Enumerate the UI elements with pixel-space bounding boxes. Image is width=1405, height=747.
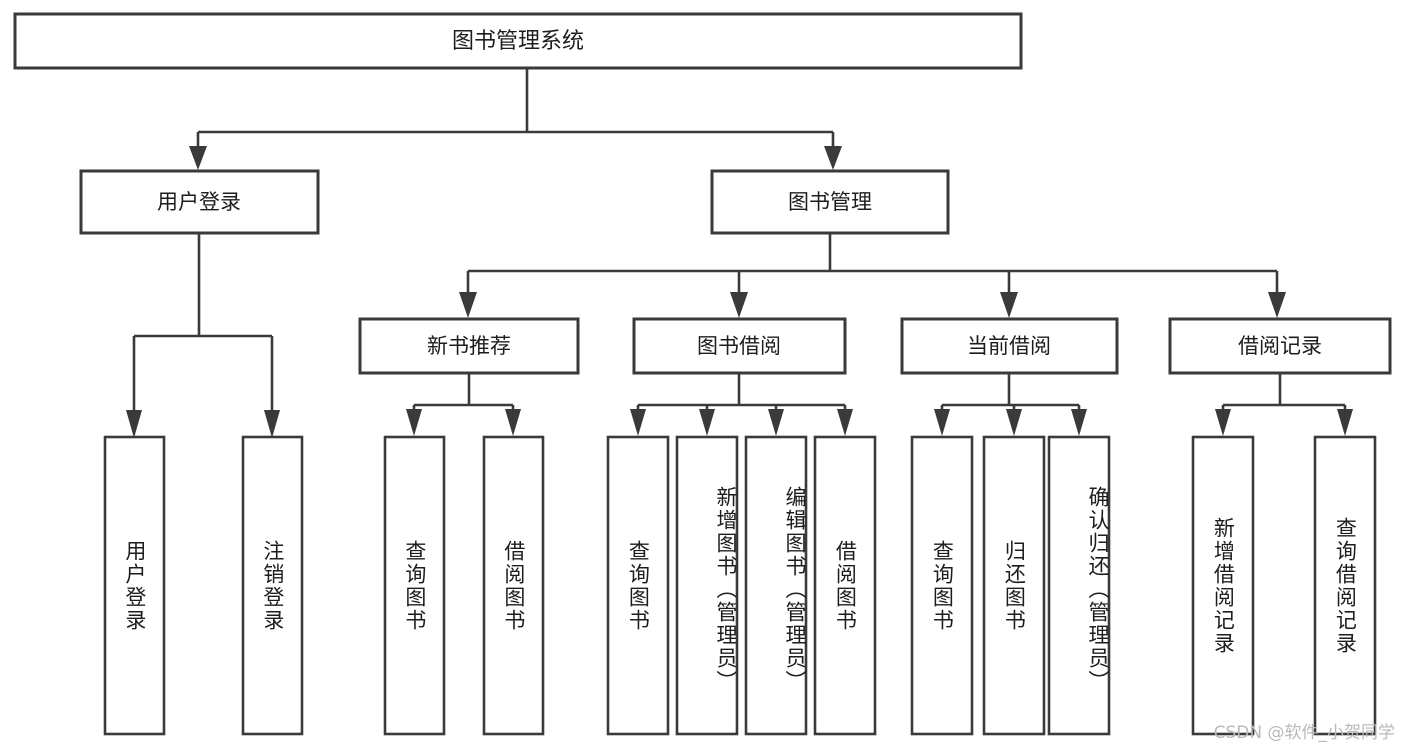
arrow-leaf-query-book-3 [934, 409, 950, 436]
leaf-box-add-book[interactable] [675, 435, 739, 736]
arrow-leaf-user-login [126, 410, 142, 438]
root-box [13, 12, 1023, 70]
arrow-leaf-query-book-2 [630, 409, 646, 436]
user-login-label: 用户登录 [157, 190, 241, 214]
arrow-leaf-add-record [1215, 409, 1231, 436]
arrow-leaf-logout [264, 410, 280, 438]
arrow-leaf-borrow-book-1 [505, 409, 521, 436]
leaf-box-query-record[interactable] [1313, 435, 1377, 736]
node-book-management[interactable]: 图书管理 [710, 169, 950, 235]
borrow-record-label: 借阅记录 [1238, 334, 1322, 358]
node-new-book-recommend[interactable]: 新书推荐 [358, 317, 580, 375]
node-root[interactable]: 图书管理系统 [13, 12, 1023, 70]
arrow-to-book-management [824, 146, 842, 170]
leaf-box-borrow-book-2[interactable] [813, 435, 877, 736]
node-user-login[interactable]: 用户登录 [79, 169, 320, 235]
leaf-box-confirm-return[interactable] [1047, 435, 1111, 736]
leaf-box-user-login[interactable] [103, 435, 166, 736]
borrow-record-box [1168, 317, 1392, 375]
arrow-to-user-login [189, 146, 207, 170]
node-borrow-record[interactable]: 借阅记录 [1168, 317, 1392, 375]
new-book-recommend-label: 新书推荐 [427, 334, 511, 358]
leaf-box-add-record[interactable] [1191, 435, 1255, 736]
arrow-leaf-add-book [699, 409, 715, 436]
new-book-recommend-box [358, 317, 580, 375]
current-borrow-box [900, 317, 1119, 375]
book-borrow-label: 图书借阅 [697, 334, 781, 358]
arrow-leaf-return-book [1006, 409, 1022, 436]
book-management-box [710, 169, 950, 235]
current-borrow-label: 当前借阅 [967, 334, 1051, 358]
arrow-to-current-borrow [1000, 292, 1018, 318]
arrow-leaf-confirm-return [1071, 409, 1087, 436]
leaf-box-query-book-3[interactable] [910, 435, 974, 736]
leaf-box-borrow-book-1[interactable] [482, 435, 545, 736]
arrow-leaf-query-record [1337, 409, 1353, 436]
watermark-text: CSDN @软件_小贺同学 [1213, 723, 1395, 743]
arrow-leaf-edit-book [768, 409, 784, 436]
leaf-box-query-book-2[interactable] [606, 435, 670, 736]
node-book-borrow[interactable]: 图书借阅 [632, 317, 847, 375]
leaf-box-logout[interactable] [241, 435, 304, 736]
leaf-box-return-book[interactable] [982, 435, 1046, 736]
book-management-label: 图书管理 [788, 190, 872, 214]
node-current-borrow[interactable]: 当前借阅 [900, 317, 1119, 375]
arrow-to-book-borrow [730, 292, 748, 318]
arrow-leaf-borrow-book-2 [837, 409, 853, 436]
arrow-leaf-query-book-1 [406, 409, 422, 436]
arrow-to-borrow-record [1268, 292, 1286, 318]
arrow-to-new-book [459, 292, 477, 318]
leaf-box-edit-book[interactable] [744, 435, 808, 736]
book-borrow-box [632, 317, 847, 375]
root-label: 图书管理系统 [452, 29, 584, 54]
leaf-box-query-book-1[interactable] [383, 435, 446, 736]
